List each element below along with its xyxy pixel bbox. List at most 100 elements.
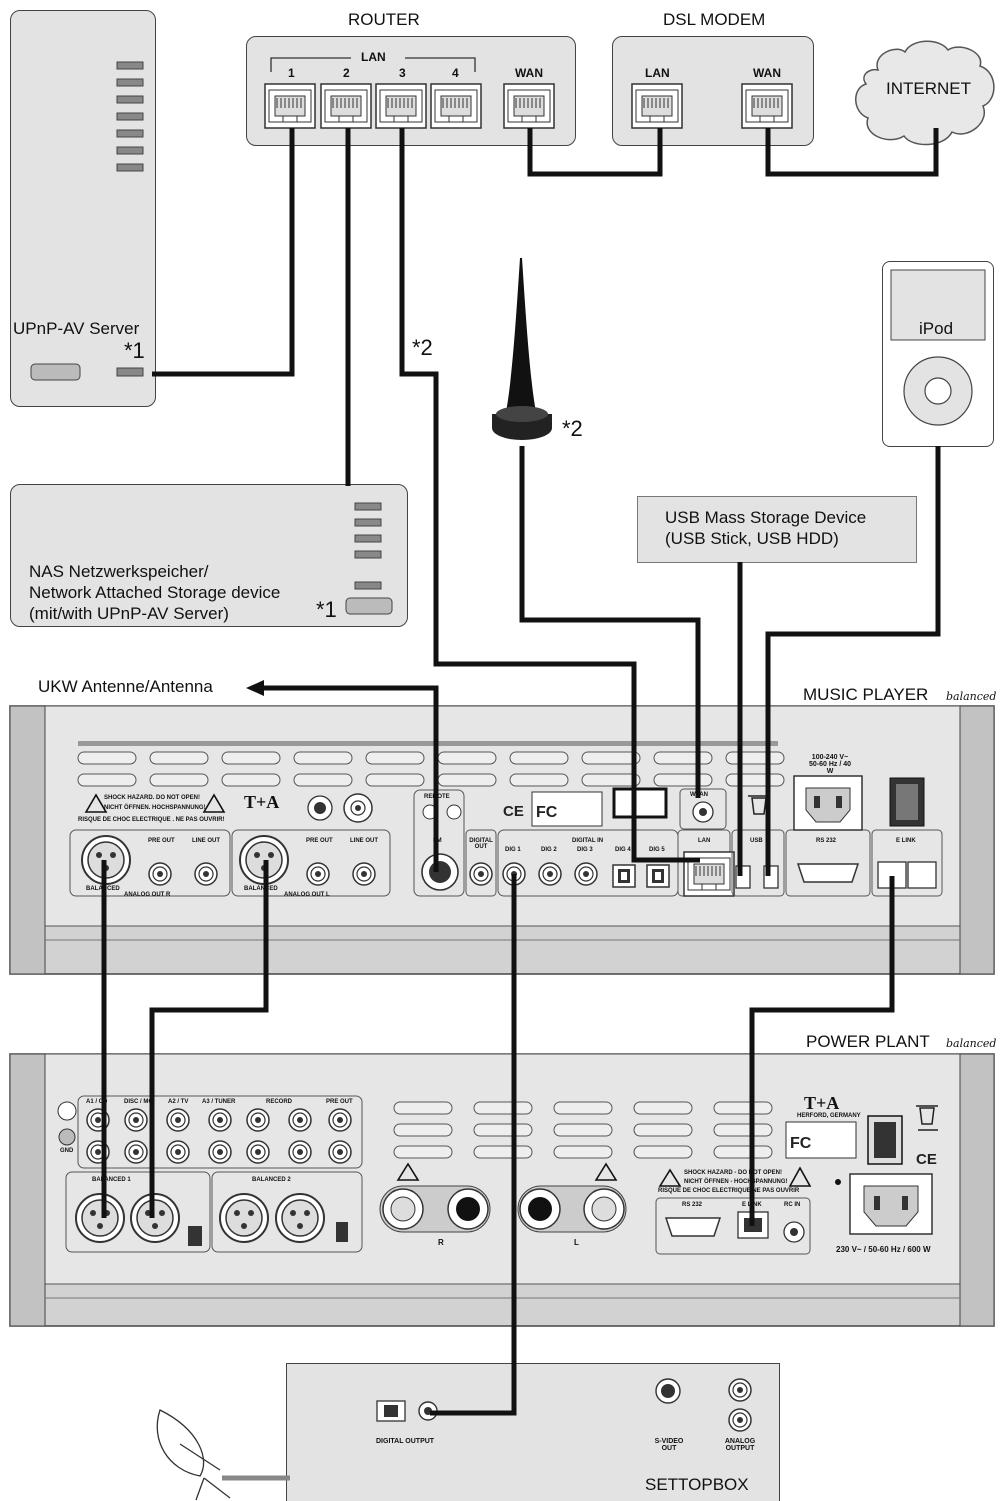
cable-router-modem xyxy=(530,128,660,174)
mp-dig2: DIG 2 xyxy=(541,847,557,853)
usb-storage-line2: (USB Stick, USB HDD) xyxy=(665,529,839,549)
mp-dig4: DIG 4 xyxy=(615,847,631,853)
pp-gnd: GND xyxy=(60,1148,73,1154)
ukw-arrow-icon xyxy=(246,680,264,696)
ipod-center-button xyxy=(925,378,951,404)
upnp-slot xyxy=(31,364,80,380)
nas-slot xyxy=(346,598,392,614)
pp-input-pre-out: PRE OUT xyxy=(326,1099,353,1105)
pp-speaker-l: L xyxy=(574,1238,579,1247)
nas-footnote: *1 xyxy=(316,597,337,623)
upnp-lan-port xyxy=(117,368,143,376)
mp-warning-2: NICHT ÖFFNEN. HOCHSPANNUNG! xyxy=(104,805,206,811)
lan-cable-footnote: *2 xyxy=(412,335,433,361)
mp-pre-out-l: PRE OUT xyxy=(306,838,333,844)
pp-input-disc: DISC / MC xyxy=(124,1099,153,1105)
svg-text:CE: CE xyxy=(503,803,524,820)
mp-remote: REMOTE xyxy=(424,794,450,800)
router-title: ROUTER xyxy=(348,10,420,30)
router-lan2-port xyxy=(321,84,371,128)
power-plant-title-suffix: balanced xyxy=(946,1037,996,1050)
mp-dig3: DIG 3 xyxy=(577,847,593,853)
music-player-title-suffix: balanced xyxy=(946,690,996,703)
power-plant-power-rating: 230 V~ / 50-60 Hz / 600 W xyxy=(836,1245,931,1254)
router-wan-label: WAN xyxy=(515,66,543,80)
cable-upnp xyxy=(152,128,292,374)
mp-balanced-l: BALANCED xyxy=(244,886,278,892)
mp-line-out-r: LINE OUT xyxy=(192,838,220,844)
pp-balanced-2: BALANCED 2 xyxy=(252,1177,291,1183)
mp-line-out-l: LINE OUT xyxy=(350,838,378,844)
power-plant-brand: T+A xyxy=(804,1093,839,1114)
dsl-modem-title: DSL MODEM xyxy=(663,10,765,30)
router-lan1-port xyxy=(265,84,315,128)
lan-port-4-label: 4 xyxy=(452,66,459,80)
mp-usb: USB xyxy=(750,838,763,844)
pp-input-a3: A3 / TUNER xyxy=(202,1099,235,1105)
router-lan4-port xyxy=(431,84,481,128)
lan-port-1-label: 1 xyxy=(288,66,295,80)
settopbox-analog-output: ANALOG OUTPUT xyxy=(720,1438,760,1452)
nas-label-line1: NAS Netzwerkspeicher/ xyxy=(29,562,209,582)
mp-digital-in: DIGITAL IN xyxy=(572,838,603,844)
mp-digital-out: DIGITAL OUT xyxy=(467,838,495,850)
pp-warning-2: NICHT ÖFFNEN - HOCHSPANNUNG! xyxy=(684,1179,788,1185)
pp-rc-in: RC IN xyxy=(784,1202,800,1208)
mp-e-link: E LINK xyxy=(896,838,916,844)
ukw-antenna-label: UKW Antenne/Antenna xyxy=(38,677,213,697)
mp-balanced-r: BALANCED xyxy=(86,886,120,892)
lan-port-3-label: 3 xyxy=(399,66,406,80)
mp-rs232: RS 232 xyxy=(816,838,836,844)
modem-lan-port xyxy=(632,84,682,128)
pp-speaker-r: R xyxy=(438,1238,444,1247)
pp-rs232: RS 232 xyxy=(682,1202,702,1208)
modem-lan-label: LAN xyxy=(645,66,670,80)
music-player-title: MUSIC PLAYER xyxy=(803,685,928,705)
settopbox-title: SETTOPBOX xyxy=(645,1475,749,1495)
ipod-label: iPod xyxy=(919,319,953,339)
pp-input-record: RECORD xyxy=(266,1099,292,1105)
mp-dig5: DIG 5 xyxy=(649,847,665,853)
modem-wan-label: WAN xyxy=(753,66,781,80)
pp-input-a2: A2 / TV xyxy=(168,1099,188,1105)
music-player-brand: T+A xyxy=(244,792,279,813)
mp-pre-out-r: PRE OUT xyxy=(148,838,175,844)
settopbox-ports xyxy=(377,1379,751,1431)
mp-analog-out-r: ANALOG OUT R xyxy=(124,892,170,898)
power-plant-brand-sub: HERFORD, GERMANY xyxy=(797,1113,861,1119)
upnp-server-label: UPnP-AV Server xyxy=(13,319,139,339)
pp-e-link: E LINK xyxy=(742,1202,762,1208)
pp-input-a1: A1 / CD xyxy=(86,1099,107,1105)
pp-warning-3: RISQUE DE CHOC ELECTRIQUE NE PAS OUVRIR xyxy=(658,1188,799,1194)
mp-warning-1: SHOCK HAZARD. DO NOT OPEN! xyxy=(104,795,200,801)
power-plant-device: FC CE xyxy=(10,1054,994,1326)
modem-wan-port xyxy=(742,84,792,128)
svg-text:CE: CE xyxy=(916,1151,937,1168)
internet-label: INTERNET xyxy=(886,79,971,99)
pp-warning-1: SHOCK HAZARD - DO NOT OPEN! xyxy=(684,1170,782,1176)
router-lan3-port xyxy=(376,84,426,128)
music-player-power-rating: 100-240 V~ 50-60 Hz / 40 W xyxy=(808,754,852,775)
mp-lan: LAN xyxy=(698,838,710,844)
svg-text:FC: FC xyxy=(790,1135,812,1152)
satellite-dish-icon xyxy=(157,1410,230,1500)
settopbox-svideo-out: S-VIDEO OUT xyxy=(650,1438,688,1452)
router-wan-port xyxy=(504,84,554,128)
mp-fm: FM xyxy=(433,838,442,844)
pp-balanced-1: BALANCED 1 xyxy=(92,1177,131,1183)
nas-label-line2: Network Attached Storage device xyxy=(29,583,280,603)
power-plant-title: POWER PLANT xyxy=(806,1032,930,1052)
svg-text:FC: FC xyxy=(536,804,558,821)
mp-dig1: DIG 1 xyxy=(505,847,521,853)
settopbox-digital-output: DIGITAL OUTPUT xyxy=(376,1438,434,1445)
antenna-icon xyxy=(492,258,552,440)
lan-port-2-label: 2 xyxy=(343,66,350,80)
upnp-footnote: *1 xyxy=(124,338,145,364)
upnp-led-bars xyxy=(117,62,143,171)
nas-led-bars xyxy=(355,503,381,589)
lan-group-label: LAN xyxy=(361,50,386,64)
nas-label-line3: (mit/with UPnP-AV Server) xyxy=(29,604,229,624)
mp-wlan: WLAN xyxy=(690,792,708,798)
mp-warning-3: RISQUE DE CHOC ELECTRIQUE . NE PAS OUVRI… xyxy=(78,817,225,823)
